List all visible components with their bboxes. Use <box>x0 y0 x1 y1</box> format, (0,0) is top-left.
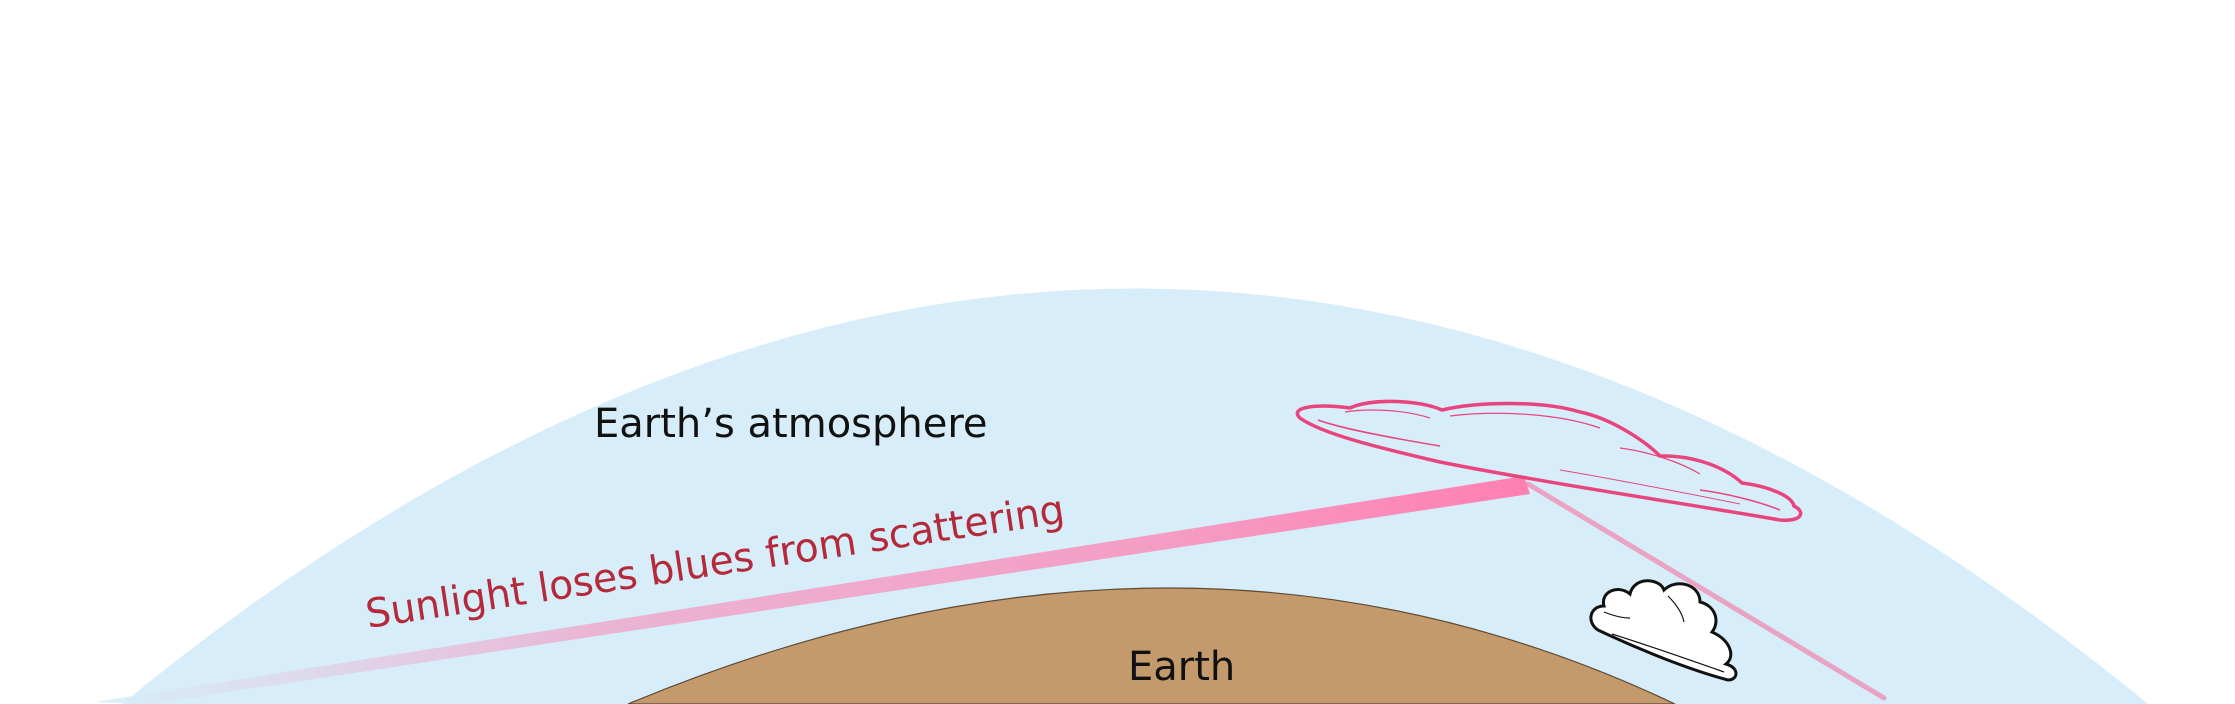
elongated-cloud-icon <box>1295 399 1803 522</box>
cloud-icon <box>1589 579 1738 682</box>
earth-dome <box>627 587 1676 704</box>
reflected-light-ray <box>1525 481 1887 701</box>
atmosphere-label: Earth’s atmosphere <box>594 401 988 447</box>
earth-label: Earth <box>1128 644 1235 690</box>
sunlight-beam <box>95 476 1530 704</box>
